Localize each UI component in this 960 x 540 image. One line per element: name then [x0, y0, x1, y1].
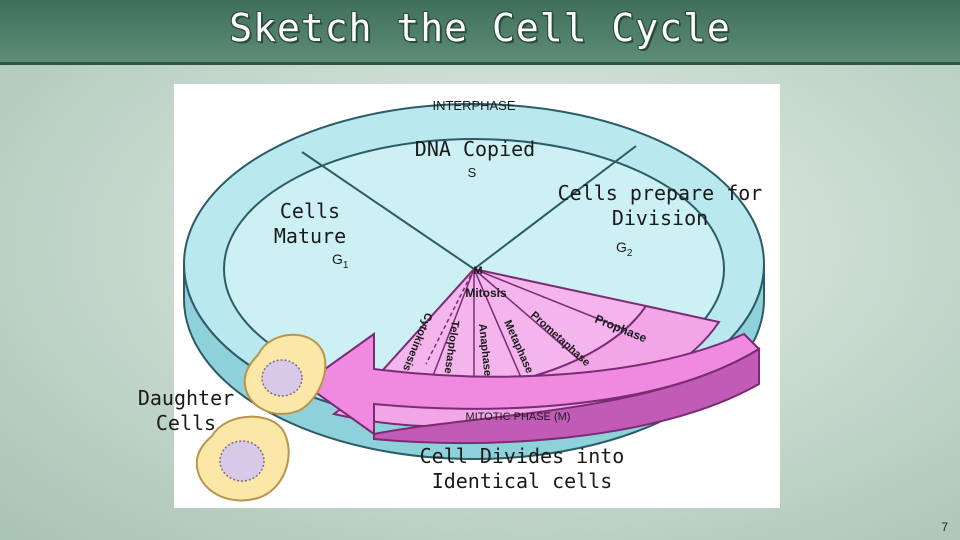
annotation-text: Division — [611, 206, 709, 230]
annotation-text: Cells — [279, 199, 341, 223]
annotation-cells-mature: Cells Mature — [256, 199, 364, 249]
annotation-text: Cells — [155, 411, 217, 435]
divider-s-g2 — [473, 145, 637, 270]
interphase-label: INTERPHASE — [432, 98, 515, 113]
phase-m-label: M — [473, 265, 482, 277]
stage-divider-3 — [473, 268, 527, 390]
annotation-text: Identical cells — [431, 469, 613, 493]
phase-g2-label: G2 — [616, 239, 633, 259]
annotation-cells-prepare: Cells prepare for Division — [548, 181, 772, 231]
slide-title: Sketch the Cell Cycle — [229, 6, 731, 50]
page-number: 7 — [941, 520, 948, 534]
annotation-text: Cells prepare for — [557, 181, 763, 205]
division-arrow-depth — [373, 347, 760, 445]
stage-divider-2 — [473, 268, 585, 365]
annotation-text: Mature — [273, 224, 347, 248]
annotation-text: Daughter — [137, 386, 235, 410]
title-bar — [0, 0, 960, 64]
annotation-text: DNA Copied — [414, 137, 536, 161]
annotation-text: Cell Divides into — [419, 444, 625, 468]
annotation-dna-copied: DNA Copied — [395, 137, 555, 162]
phase-g1-label: G1 — [332, 251, 349, 271]
mitotic-phase-label: MITOTIC PHASE (M) — [466, 411, 571, 423]
divider-g1-s — [301, 151, 475, 270]
title-rule — [0, 62, 960, 65]
annotation-cell-divides: Cell Divides into Identical cells — [412, 444, 632, 494]
stage-divider-5 — [425, 268, 475, 395]
stage-label-anaphase: Anaphase — [476, 323, 493, 377]
diagram-panel: INTERPHASE S G1 G2 M Mitosis Prophase Pr… — [174, 84, 780, 508]
mitosis-label: Mitosis — [465, 286, 507, 300]
annotation-daughter-cells: Daughter Cells — [126, 386, 246, 436]
phase-s-label: S — [468, 165, 477, 180]
stage-divider-6 — [425, 268, 475, 365]
stage-divider-1 — [473, 268, 627, 331]
cell-cycle-diagram: INTERPHASE S G1 G2 M Mitosis Prophase Pr… — [183, 98, 765, 460]
